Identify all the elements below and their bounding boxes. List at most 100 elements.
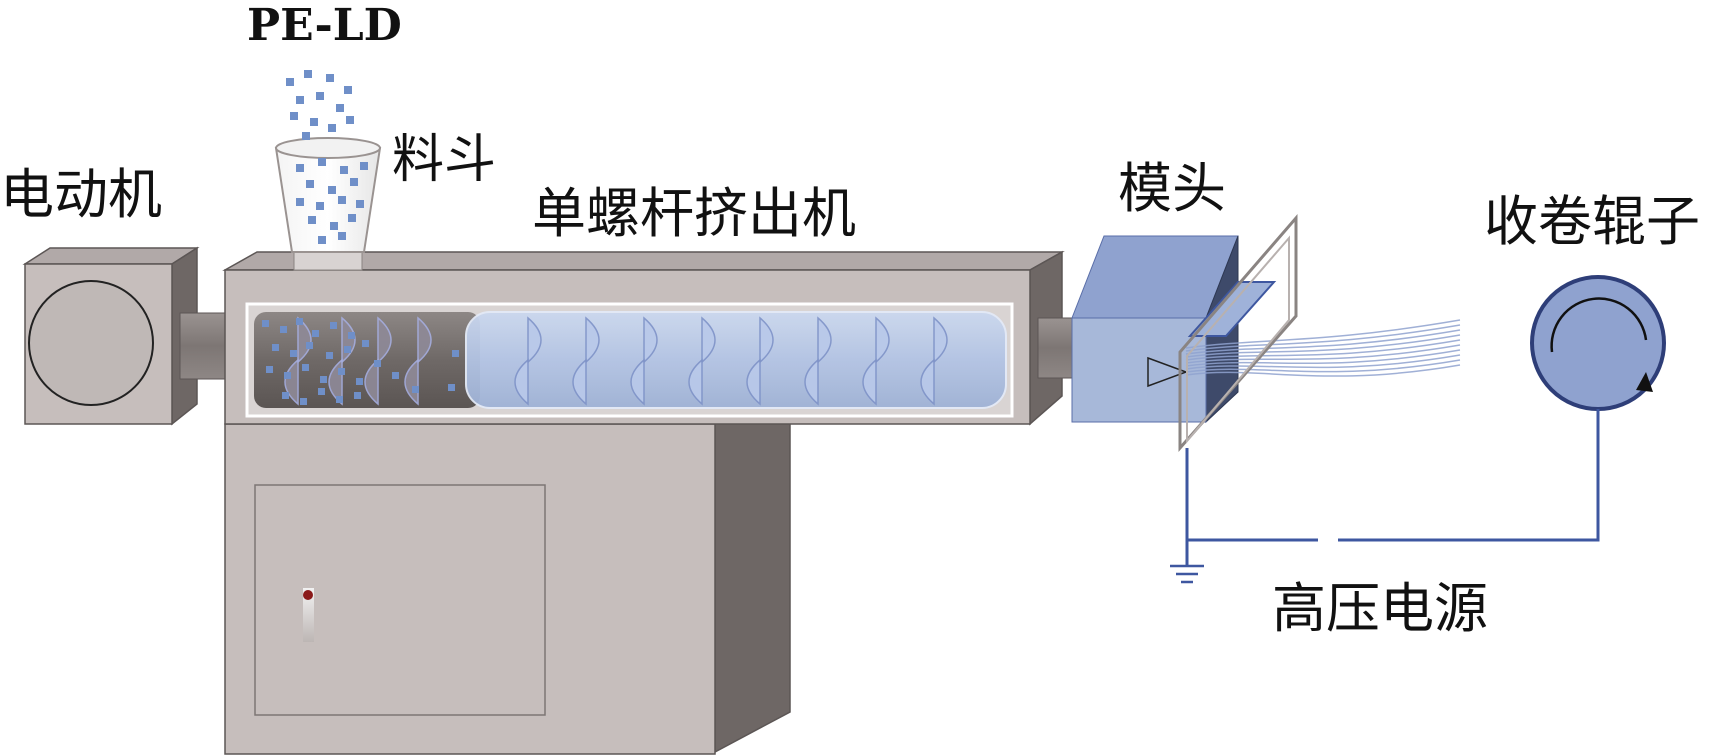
pellet	[362, 340, 369, 347]
hopper-neck	[293, 251, 363, 271]
pellet	[272, 344, 279, 351]
pellet	[318, 236, 326, 244]
pellet	[348, 332, 355, 339]
fiber-line	[1185, 349, 1461, 367]
pellet	[266, 366, 273, 373]
rotation-arrowhead	[1636, 372, 1653, 392]
pellet	[330, 322, 337, 329]
fiber-line	[1185, 329, 1461, 355]
fiber-streams	[1185, 319, 1461, 377]
label-roller: 收卷辊子	[1484, 190, 1700, 253]
spinning-zone	[1147, 213, 1461, 452]
label-extruder: 单螺杆挤出机	[532, 182, 856, 245]
pellet	[316, 92, 324, 100]
indicator-slot	[303, 588, 314, 642]
die-front-face	[1071, 317, 1207, 423]
pellet	[338, 368, 345, 375]
motor-top-face	[22, 247, 200, 265]
electrode-frame-outer	[1178, 213, 1298, 452]
screw-flight	[514, 358, 529, 406]
motor	[22, 246, 200, 426]
pellet	[318, 388, 325, 395]
fiber-line	[1185, 319, 1461, 349]
label-motor: 电动机	[0, 163, 162, 226]
fiber-line	[1185, 359, 1461, 373]
pellet	[330, 222, 338, 230]
pellet	[308, 216, 316, 224]
pellet	[320, 376, 327, 383]
pellet	[290, 112, 298, 120]
fiber-line	[1185, 364, 1461, 377]
pellet	[354, 392, 361, 399]
pellet	[374, 360, 381, 367]
pellet	[356, 378, 363, 385]
pellet	[312, 330, 319, 337]
screw-flight	[920, 358, 935, 406]
electrode-frame-inner	[1186, 235, 1290, 444]
pellet	[284, 372, 291, 379]
pellet	[412, 386, 419, 393]
pellet	[296, 96, 304, 104]
pellet	[296, 198, 304, 206]
wire-left	[1185, 448, 1318, 542]
pellet	[328, 124, 336, 132]
cabinet-side-face	[714, 394, 791, 754]
pellet	[280, 326, 287, 333]
pellet	[344, 346, 351, 353]
rotation-arrow-icon	[1550, 297, 1648, 353]
pellet	[448, 384, 455, 391]
hopper-rim	[275, 137, 381, 159]
die-adapter	[1037, 317, 1075, 379]
label-die: 模头	[1118, 157, 1226, 220]
screw-flight	[804, 358, 819, 406]
die	[1071, 235, 1239, 424]
pellets-in-barrel	[262, 318, 459, 405]
fiber-line	[1185, 339, 1461, 361]
pellet	[340, 166, 348, 174]
pellets-in-hopper	[296, 158, 368, 244]
screw-flight	[862, 358, 877, 406]
fiber-line	[1185, 334, 1461, 358]
pellet	[318, 158, 326, 166]
pellet	[338, 196, 346, 204]
label-power: 高压电源	[1272, 577, 1488, 640]
pellet	[282, 392, 289, 399]
pellet	[344, 86, 352, 94]
label-hopper: 料斗	[392, 130, 496, 190]
pellet	[360, 162, 368, 170]
pellet	[290, 350, 297, 357]
pellet	[296, 318, 303, 325]
pellet	[328, 186, 336, 194]
wire-right	[1338, 409, 1600, 542]
collector-roller	[1530, 275, 1666, 411]
pellet	[306, 342, 313, 349]
pellet	[338, 232, 346, 240]
cabinet-door	[254, 484, 546, 716]
pellet	[302, 132, 310, 140]
spinneret-tip	[1147, 356, 1189, 388]
spinneret-blade	[1187, 281, 1277, 337]
pellet	[348, 214, 356, 222]
pellet	[302, 364, 309, 371]
pellet	[310, 118, 318, 126]
pellet	[316, 202, 324, 210]
pellet	[306, 180, 314, 188]
motor-rotor-circle	[28, 280, 154, 406]
hopper	[274, 70, 382, 271]
pellet	[356, 200, 364, 208]
ground-symbol-icon	[1170, 564, 1204, 584]
pellet	[326, 352, 333, 359]
extruder-body	[222, 250, 1065, 426]
pellet	[262, 320, 269, 327]
pellet	[296, 164, 304, 172]
falling-pellets	[286, 70, 354, 140]
drive-shaft	[179, 312, 231, 380]
extruder-cabinet	[224, 394, 791, 755]
screw-flight	[746, 358, 761, 406]
screw-flight	[630, 358, 645, 406]
pellet	[346, 116, 354, 124]
pellet	[336, 396, 343, 403]
screw-flight	[364, 358, 379, 406]
pellet	[286, 78, 294, 86]
